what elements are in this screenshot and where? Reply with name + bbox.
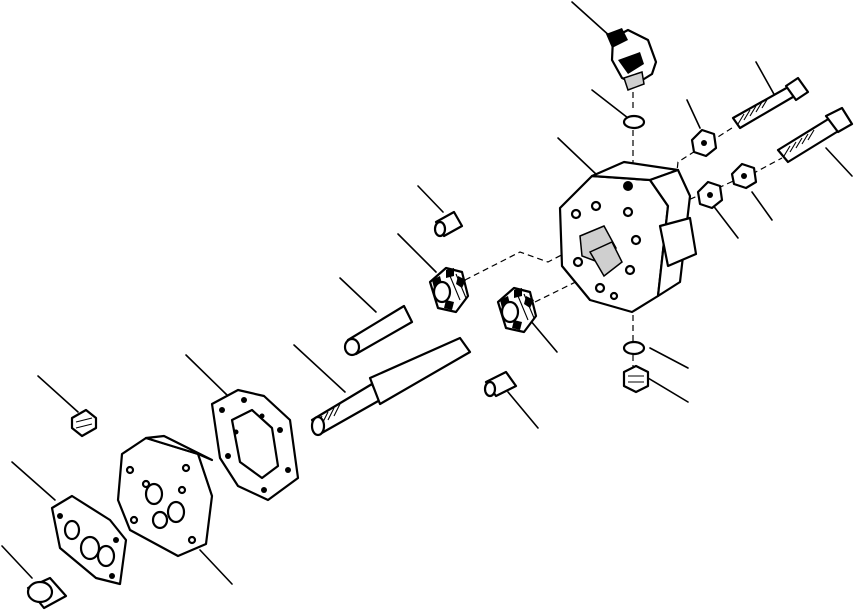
leader-washer-right [751,191,773,221]
dowel-lower [483,370,518,398]
bolt-upper [731,76,810,130]
screw [70,408,98,438]
leader-oring-bottom [649,347,689,369]
leader-bolt-upper [755,61,776,97]
leader-shaft [293,344,346,393]
callout-leaders [1,1,853,585]
nut-lower [696,180,724,210]
leader-plug-bottom [647,377,689,403]
drive-shaft [310,336,472,437]
leader-end-cover [199,549,233,585]
leader-bolt-lower [825,147,853,177]
end-cover [116,434,214,558]
cap [26,576,68,610]
leader-cover-plate [11,461,56,501]
cover-plate [50,494,128,586]
oring-bottom [622,340,646,356]
gasket [210,388,300,502]
leader-drive-gear [397,233,437,273]
plug-bottom [622,364,650,394]
leader-driven-gear [529,319,558,353]
nut-upper [690,128,718,158]
leader-nut-lower [711,203,739,239]
oring-top [622,114,646,130]
leader-dowel-long [339,277,377,313]
leader-oring-top [591,89,629,119]
dowel-long [343,304,414,357]
elbow-fitting [606,28,658,91]
dowel-upper [433,210,464,238]
driven-gear [496,286,538,334]
leader-pump-body [557,137,599,177]
drive-gear [428,266,470,314]
leader-nut-upper [686,99,701,129]
leader-gasket [185,354,229,397]
washer-right [730,162,758,190]
leader-dowel-upper [417,185,444,213]
bolt-lower [776,106,854,164]
pump-body [558,160,698,314]
leader-screw [37,375,79,413]
leader-elbow-fitting [571,1,613,39]
leader-dowel-lower [507,391,539,429]
leader-cap [1,545,33,579]
